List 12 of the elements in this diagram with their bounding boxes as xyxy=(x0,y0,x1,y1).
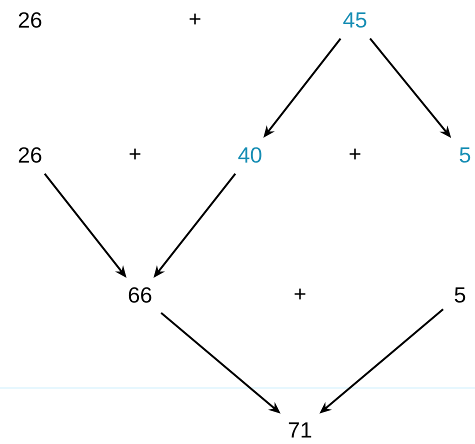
number: 71 xyxy=(288,422,312,438)
number: 40 xyxy=(238,147,262,163)
number: 45 xyxy=(343,12,366,28)
number: 26 xyxy=(18,147,42,163)
plus-sign: + xyxy=(294,288,306,300)
plus-sign: + xyxy=(130,148,140,160)
number: 5 xyxy=(454,287,466,303)
number: 26 xyxy=(18,12,42,28)
number: 5 xyxy=(460,147,470,163)
number: 66 xyxy=(128,287,152,303)
plus-sign: + xyxy=(190,14,200,24)
plus-sign: + xyxy=(350,148,360,160)
